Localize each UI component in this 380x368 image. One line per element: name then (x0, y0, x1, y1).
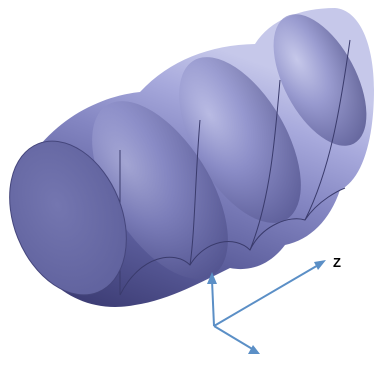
convolution-seam (249, 79, 281, 251)
front-end-cap (9, 140, 127, 296)
axis-x-arrowhead (248, 345, 260, 354)
axis-z-arrowhead (314, 260, 326, 270)
bellows-ridge (179, 57, 301, 223)
axis-x-line (213, 325, 255, 351)
convolution-seam (189, 119, 201, 266)
axis-y-line (211, 279, 215, 327)
bellows-ridge (273, 14, 367, 146)
coordinate-axes (207, 260, 326, 354)
bellows-ridge (92, 101, 228, 279)
axis-z-label: Z (333, 255, 341, 270)
axis-z-line (213, 263, 321, 327)
convolution-edge (119, 187, 346, 296)
convolution-seam (304, 39, 351, 221)
axis-y-arrowhead (207, 272, 217, 284)
